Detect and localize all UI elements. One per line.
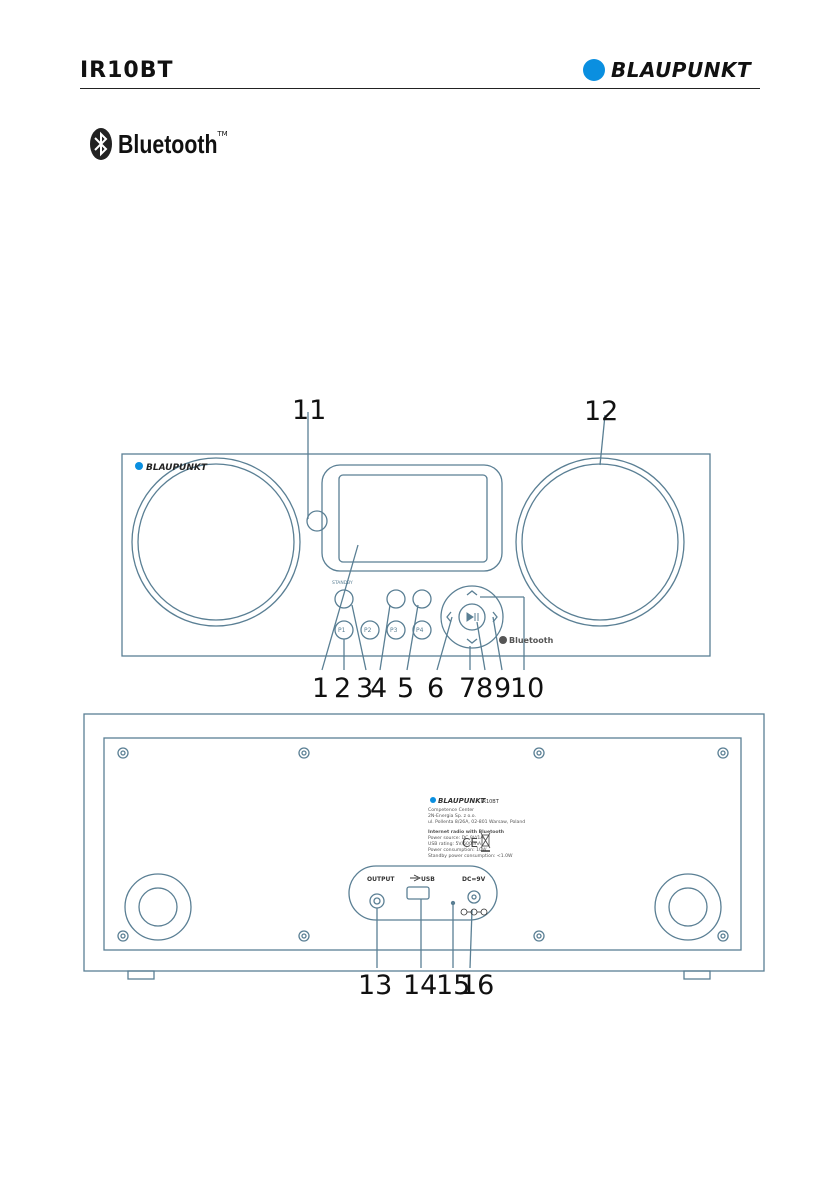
preset-p3-button <box>386 620 406 640</box>
preset-label-p3: P3 <box>390 627 398 634</box>
callout-6: 6 <box>427 673 445 704</box>
rear-label-line-1: Competence Center <box>428 807 474 813</box>
callout-15: 15 <box>436 970 471 1001</box>
ce-mark: CE <box>462 836 478 850</box>
rear-label-line-6: USB rating: 5V/500 mA <box>428 841 482 847</box>
bluetooth-logo: Bluetooth TM <box>90 128 250 160</box>
rear-label-line-5: Power source: DC 9V/1A <box>428 835 484 841</box>
callout-3: 3 <box>356 673 374 704</box>
rear-label-line-7: Power consumption: 10W <box>428 847 487 853</box>
ir-sensor <box>306 510 328 532</box>
front-body <box>121 453 711 657</box>
callout-7: 7 <box>459 673 477 704</box>
output-jack <box>369 893 385 909</box>
weee-bin-icon <box>480 832 491 852</box>
callout-14: 14 <box>403 970 438 1001</box>
screen-bezel <box>321 464 503 572</box>
bluetooth-icon <box>90 128 112 160</box>
callout-10: 10 <box>510 673 545 704</box>
left-bass-port <box>124 873 192 941</box>
callout-11: 11 <box>292 395 327 426</box>
port-dc-label: DC=9V <box>462 876 486 883</box>
reset-hole <box>450 900 456 906</box>
callout-12: 12 <box>584 396 619 427</box>
preset-label-p2: P2 <box>364 627 372 634</box>
nav-ring <box>440 585 504 649</box>
model-title: IR10BT <box>80 58 174 83</box>
front-bluetooth-mark: Bluetooth <box>509 636 554 645</box>
rear-label-model: IR10BT <box>481 799 500 805</box>
callout-5: 5 <box>397 673 415 704</box>
standby-label: STANDBY <box>332 580 353 586</box>
standby-button <box>334 589 354 609</box>
preset-label-p1: P1 <box>338 627 346 634</box>
rear-body <box>83 713 765 972</box>
right-bass-port <box>654 873 722 941</box>
callout-16: 16 <box>460 970 495 1001</box>
rear-label-line-4: Internet radio with Bluetooth <box>428 829 504 835</box>
polarity-icon <box>460 908 488 916</box>
display-screen <box>338 474 488 563</box>
rear-view-diagram: BLAUPUNKT IR10BT Competence Center 2N-En… <box>83 713 765 980</box>
header-rule <box>80 88 760 89</box>
rear-panel <box>103 737 742 951</box>
preset-p2-button <box>360 620 380 640</box>
preset-label-p4: P4 <box>416 627 424 634</box>
front-brand: BLAUPUNKT <box>146 463 208 473</box>
info-button <box>412 589 432 609</box>
brand-logo: BLAUPUNKT <box>583 58 751 82</box>
dc-jack <box>467 890 481 904</box>
play-pause-button <box>458 603 486 631</box>
callout-13: 13 <box>358 970 393 1001</box>
port-usb-label: USB <box>421 876 435 883</box>
bluetooth-word: Bluetooth <box>118 128 218 159</box>
rear-label-line-2: 2N-Energia Sp. z o.o. <box>428 813 476 819</box>
right-speaker <box>515 457 685 627</box>
callout-2: 2 <box>334 673 352 704</box>
menu-button <box>386 589 406 609</box>
port-output-label: OUTPUT <box>367 876 395 883</box>
left-speaker <box>131 457 301 627</box>
callout-9: 9 <box>494 673 512 704</box>
brand-name: BLAUPUNKT <box>611 58 752 82</box>
preset-p4-button <box>412 620 432 640</box>
callout-8: 8 <box>476 673 494 704</box>
rear-label-brand: BLAUPUNKT <box>438 797 487 805</box>
usb-icon <box>410 874 422 882</box>
usb-port <box>406 886 430 900</box>
brand-dot-icon <box>583 59 605 81</box>
rear-label-line-8: Standby power consumption: <1.0W <box>428 853 513 859</box>
callout-1: 1 <box>312 673 330 704</box>
connector-panel <box>348 865 498 921</box>
rear-label-line-3: ul. Pollenta 8/26A, 02-801 Warsaw, Polan… <box>428 819 525 825</box>
callout-4: 4 <box>370 673 388 704</box>
bluetooth-tm: TM <box>217 130 228 138</box>
front-view-diagram: BLAUPUNKT STANDBY P1 P2 P3 P4 Bluetooth <box>121 412 711 671</box>
